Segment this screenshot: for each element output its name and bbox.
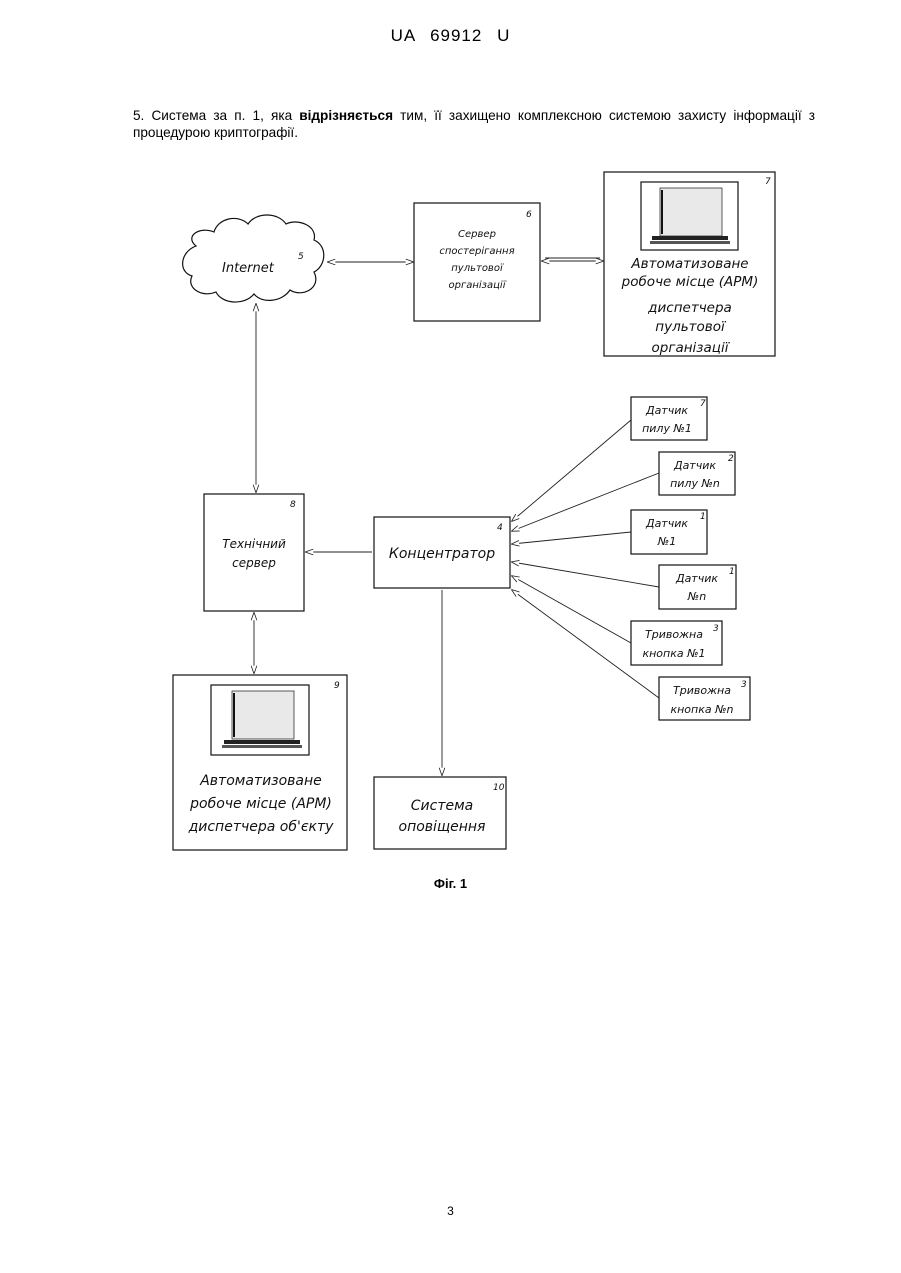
internet-cloud: Internet 5 xyxy=(183,215,324,302)
arm-console-line-1: Автоматизоване xyxy=(630,256,748,272)
sensor-link xyxy=(512,562,659,587)
alarm-button-n-box: 3 Тривожна кнопка №n xyxy=(659,677,750,720)
page-number: 3 xyxy=(0,1204,901,1218)
tech-server-line-1: Технічний xyxy=(222,537,286,551)
sensor-line-1: Датчик xyxy=(675,572,718,585)
arm-object-line-1: Автоматизоване xyxy=(199,773,322,789)
sensor-line-1: Датчик xyxy=(645,404,688,417)
sensor-num: 7 xyxy=(700,399,706,409)
concentrator-label: Концентратор xyxy=(389,546,495,562)
computer-icon xyxy=(211,685,309,755)
notify-line-1: Система xyxy=(411,798,473,814)
server-num: 6 xyxy=(526,210,532,220)
alarm-num: 3 xyxy=(713,624,719,634)
internet-label: Internet xyxy=(222,261,275,276)
sensor-num: 1 xyxy=(729,567,735,577)
concentrator-box: 4 Концентратор xyxy=(374,517,510,588)
sensor-n-box: 1 Датчик №n xyxy=(659,565,736,609)
alarm-line-1: Тривожна xyxy=(645,628,703,641)
monitoring-server-box: 6 Сервер спостерігання пультової організ… xyxy=(414,203,540,321)
alarm-button-1-box: 3 Тривожна кнопка №1 xyxy=(631,621,722,665)
notify-num: 10 xyxy=(493,783,505,793)
arm-console-line-3: диспетчера xyxy=(647,300,732,316)
arm-object-line-2: робоче місце (АРМ) xyxy=(189,796,332,812)
sensor-1-box: 1 Датчик №1 xyxy=(631,510,707,554)
sensor-num: 2 xyxy=(728,454,734,464)
alarm-line-2: кнопка №n xyxy=(670,703,733,716)
arm-console-line-4: пультової xyxy=(655,319,727,335)
alarm-link xyxy=(512,576,631,643)
alarm-line-1: Тривожна xyxy=(673,684,731,697)
server-line-1: Сервер xyxy=(458,229,496,240)
arm-object-line-3: диспетчера об'єкту xyxy=(188,819,335,835)
arm-console-num: 7 xyxy=(765,177,771,187)
sensor-line-2: пилу №1 xyxy=(642,422,692,435)
arm-console-box: 7 Автоматизоване робоче місце (АРМ) дисп… xyxy=(604,172,775,356)
notify-line-2: оповіщення xyxy=(399,819,486,835)
tech-server-num: 8 xyxy=(290,500,296,510)
sensor-dust-1-box: 7 Датчик пилу №1 xyxy=(631,397,707,440)
arm-console-line-5: організації xyxy=(652,340,731,356)
sensor-line-1: Датчик xyxy=(645,517,688,530)
arm-object-box: 9 Автоматизоване робоче місце (АРМ) дисп… xyxy=(173,675,347,850)
server-line-3: пультової xyxy=(451,263,504,274)
arm-console-line-2: робоче місце (АРМ) xyxy=(621,274,759,290)
arm-object-num: 9 xyxy=(334,681,340,691)
computer-icon xyxy=(641,182,738,250)
sensor-num: 1 xyxy=(700,512,706,522)
concentrator-num: 4 xyxy=(497,523,503,533)
alarm-num: 3 xyxy=(741,680,747,690)
sensor-line-2: пилу №n xyxy=(670,477,720,490)
server-line-4: організації xyxy=(449,279,507,291)
sensor-dust-n-box: 2 Датчик пилу №n xyxy=(659,452,735,495)
sensor-link xyxy=(512,420,631,521)
alarm-line-2: кнопка №1 xyxy=(642,647,705,660)
internet-num: 5 xyxy=(298,252,304,262)
sensor-line-2: №1 xyxy=(657,535,676,548)
sensor-link xyxy=(512,532,631,544)
figure-caption: Фіг. 1 xyxy=(0,876,901,891)
tech-server-line-2: сервер xyxy=(232,556,276,570)
server-line-2: спостерігання xyxy=(439,245,514,257)
technical-server-box: 8 Технічний сервер xyxy=(204,494,304,611)
sensor-line-1: Датчик xyxy=(673,459,716,472)
sensor-line-2: №n xyxy=(687,590,706,603)
figure-1-diagram: Internet 5 6 Сервер спостерігання пульто… xyxy=(0,0,901,900)
notification-system-box: 10 Система оповіщення xyxy=(374,777,506,849)
